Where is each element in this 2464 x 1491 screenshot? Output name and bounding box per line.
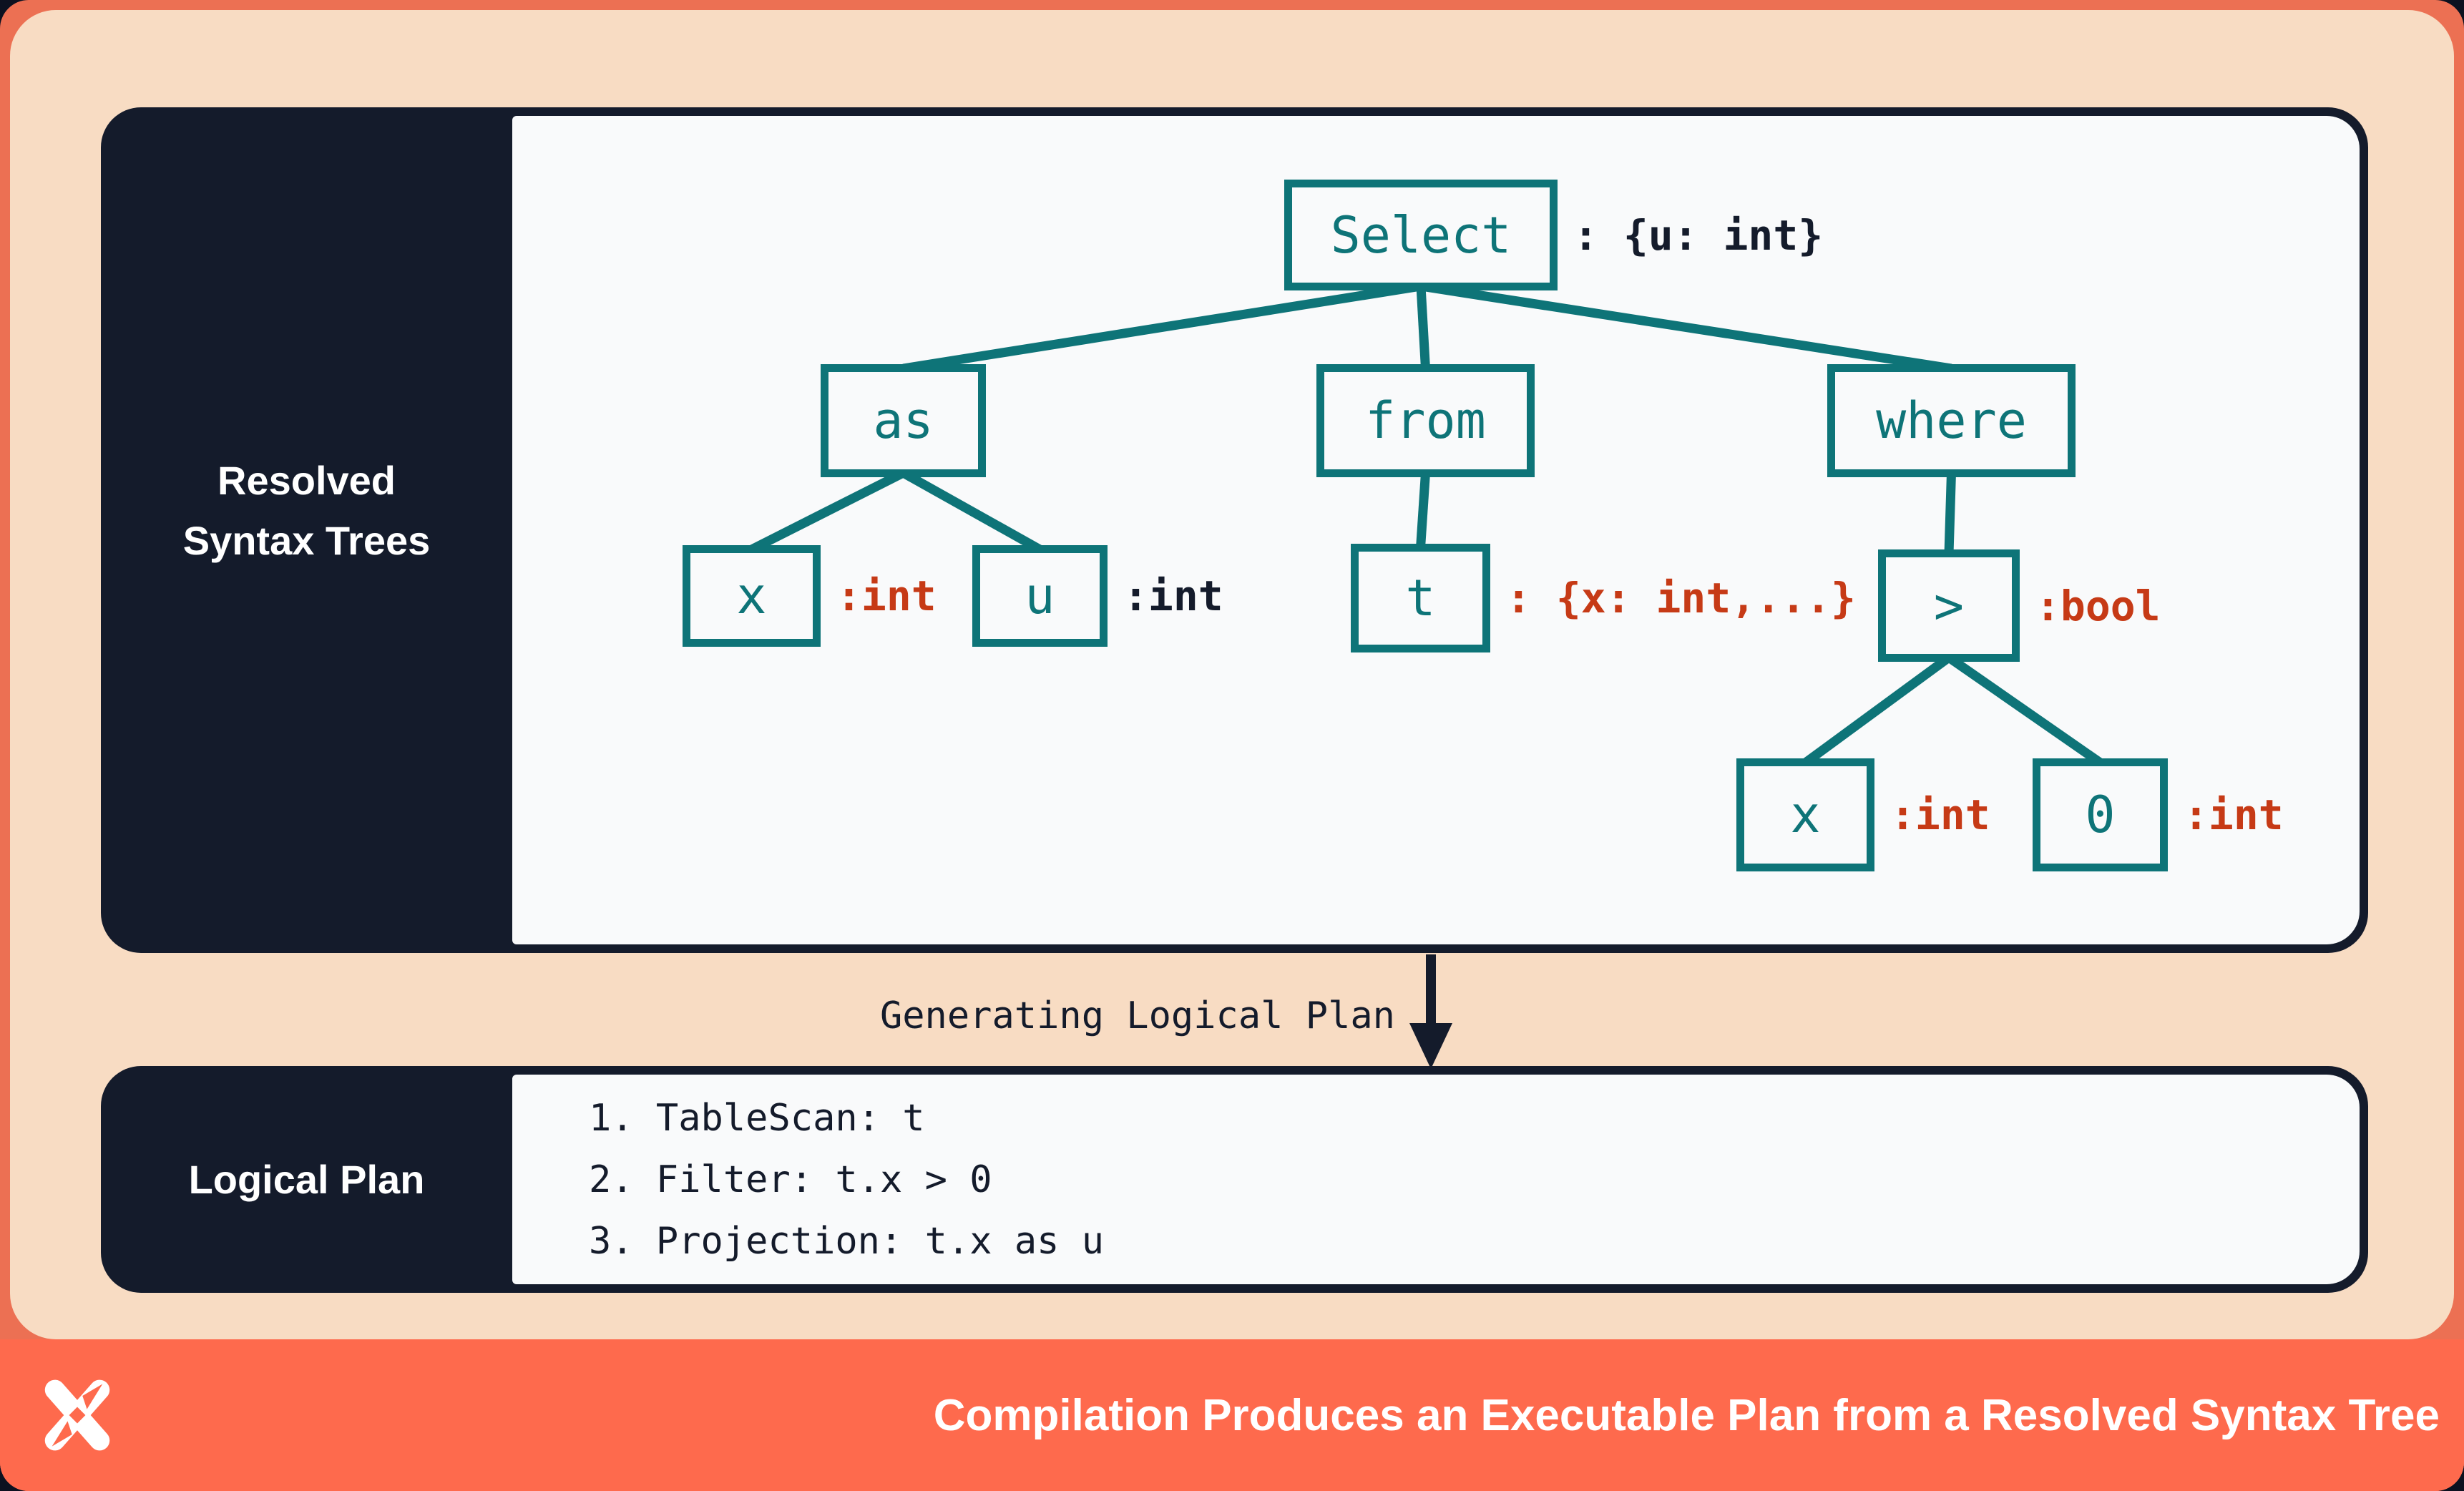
plan-steps-list: 1. TableScan: t 2. Filter: t.x > 0 3. Proj…	[589, 1075, 1104, 1284]
panel-label-logical-plan: Logical Plan	[101, 1066, 512, 1293]
panel-label-resolved-syntax-trees: Resolved Syntax Trees	[101, 107, 512, 953]
resolved-syntax-trees-panel: Resolved Syntax Trees	[101, 107, 2368, 953]
syntax-tree-canvas	[512, 116, 2360, 944]
plan-step: 2. Filter: t.x > 0	[589, 1158, 992, 1201]
logical-plan-canvas: 1. TableScan: t 2. Filter: t.x > 0 3. Proj…	[512, 1075, 2360, 1284]
panel-label-line-1: Resolved	[217, 458, 396, 503]
panel-label-line-1: Logical Plan	[188, 1156, 425, 1202]
transition-label: Generating Logical Plan	[879, 994, 1395, 1037]
logical-plan-panel: 1. TableScan: t 2. Filter: t.x > 0 3. Proj…	[101, 1066, 2368, 1293]
plan-step: 3. Projection: t.x as u	[589, 1219, 1105, 1263]
plan-step: 1. TableScan: t	[589, 1096, 925, 1140]
footer-caption: Compilation Produces an Executable Plan …	[933, 1390, 2440, 1440]
panel-label-line-2: Syntax Trees	[182, 518, 431, 563]
dragonfly-x-logo-icon	[44, 1379, 110, 1451]
footer-bar: Compilation Produces an Executable Plan …	[0, 1339, 2464, 1491]
